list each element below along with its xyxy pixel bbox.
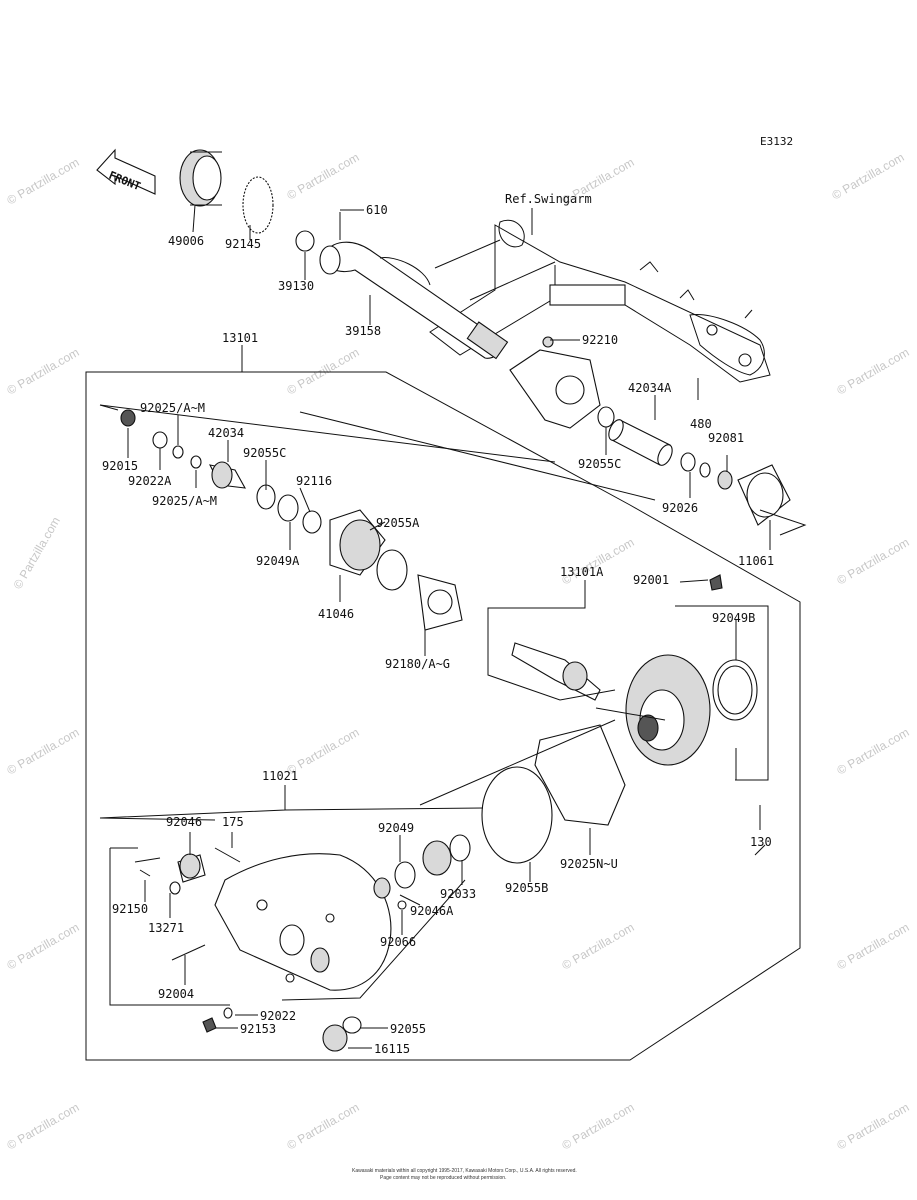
watermark: © Partzilla.com (285, 150, 362, 203)
part-label: 92049A (256, 554, 300, 568)
part-label: 41046 (318, 607, 354, 621)
sleeve-part (608, 419, 673, 466)
part-label: 92046 (166, 815, 202, 829)
spring-92081 (717, 470, 733, 490)
part-label: 13101A (560, 565, 604, 579)
footer-line-1: Kawasaki materials within all copyright … (352, 1168, 577, 1174)
part-label: 92055C (578, 457, 621, 471)
part-label: 92033 (440, 887, 476, 901)
part-label: 92081 (708, 431, 744, 445)
part-label: 16115 (374, 1042, 410, 1056)
watermark: © Partzilla.com (835, 1100, 912, 1153)
part-label: 610 (366, 203, 388, 217)
left-assembly (120, 409, 463, 631)
part-label: 42034A (628, 381, 672, 395)
part-label: 92066 (380, 935, 416, 949)
part-label: 92180/A~G (385, 657, 450, 671)
watermark: © Partzilla.com (835, 725, 912, 778)
watermarks: © Partzilla.com © Partzilla.com © Partzi… (5, 150, 912, 1153)
part-label: 92004 (158, 987, 194, 1001)
part-label: 92015 (102, 459, 138, 473)
oring-92055c-right (597, 406, 615, 428)
watermark: © Partzilla.com (560, 535, 637, 588)
ref-swingarm-label: Ref.Swingarm (505, 192, 592, 206)
footer: Kawasaki materials within all copyright … (352, 1168, 577, 1181)
watermark-vertical: © Partzilla.com (10, 514, 63, 591)
part-label: 92046A (410, 904, 454, 918)
part-label: 92001 (633, 573, 669, 587)
part-label: 39130 (278, 279, 314, 293)
diagram-code: E3132 (760, 135, 793, 148)
watermark: © Partzilla.com (5, 1100, 82, 1153)
part-label: 42034 (208, 426, 244, 440)
part-label: 175 (222, 815, 244, 829)
part-label: 92153 (240, 1022, 276, 1036)
part-label: 92026 (662, 501, 698, 515)
part-label: 92055 (390, 1022, 426, 1036)
band-part (242, 176, 274, 234)
part-labels: 49006 92145 39130 610 39158 92210 13101 … (102, 203, 774, 1056)
part-label: 49006 (168, 234, 204, 248)
part-label: 11021 (262, 769, 298, 783)
swingarm-illustration: Ref.Swingarm (429, 192, 771, 383)
watermark: © Partzilla.com (5, 725, 82, 778)
washer-92026 (680, 452, 696, 472)
part-label: 39158 (345, 324, 381, 338)
drive-shaft-part (319, 241, 509, 360)
ring-part (295, 230, 315, 252)
gasket-part (534, 724, 626, 826)
part-label: 92022 (260, 1009, 296, 1023)
watermark: © Partzilla.com (5, 345, 82, 398)
small-parts-bottom (139, 574, 766, 1052)
part-label: 92025/A~M (140, 401, 205, 415)
oring-large-part (481, 766, 553, 864)
watermark: © Partzilla.com (5, 155, 82, 208)
watermark: © Partzilla.com (560, 1100, 637, 1153)
boot-part (179, 149, 222, 207)
part-label: 92049 (378, 821, 414, 835)
part-label: 92150 (112, 902, 148, 916)
watermark: © Partzilla.com (285, 345, 362, 398)
part-label: 92055C (243, 446, 286, 460)
watermark: © Partzilla.com (560, 920, 637, 973)
case-upper-part (509, 336, 601, 429)
part-label: 92055B (505, 881, 548, 895)
housing-part (214, 853, 392, 991)
front-arrow: FRONT (96, 148, 156, 195)
part-label: 92025/A~M (152, 494, 217, 508)
part-label: 92022A (128, 474, 172, 488)
watermark: © Partzilla.com (830, 150, 907, 203)
part-label: 92055A (376, 516, 420, 530)
watermark: © Partzilla.com (835, 535, 912, 588)
ring-480 (699, 462, 711, 478)
part-label: 480 (690, 417, 712, 431)
part-label: 13271 (148, 921, 184, 935)
cover-11061 (737, 464, 791, 526)
part-label: 11061 (738, 554, 774, 568)
part-label: 92145 (225, 237, 261, 251)
watermark: © Partzilla.com (835, 920, 912, 973)
part-label: 92210 (582, 333, 618, 347)
watermark: © Partzilla.com (5, 920, 82, 973)
pinion-part (511, 642, 601, 701)
part-label: 13101 (222, 331, 258, 345)
part-label: 92116 (296, 474, 332, 488)
watermark: © Partzilla.com (285, 1100, 362, 1153)
part-label: 92025N~U (560, 857, 618, 871)
part-label: 92049B (712, 611, 755, 625)
footer-line-2: Page content may not be reproduced witho… (380, 1175, 506, 1181)
leader-lines (85, 204, 807, 1061)
watermark: © Partzilla.com (835, 345, 912, 398)
ring-gear-part (625, 654, 758, 766)
part-label: 130 (750, 835, 772, 849)
